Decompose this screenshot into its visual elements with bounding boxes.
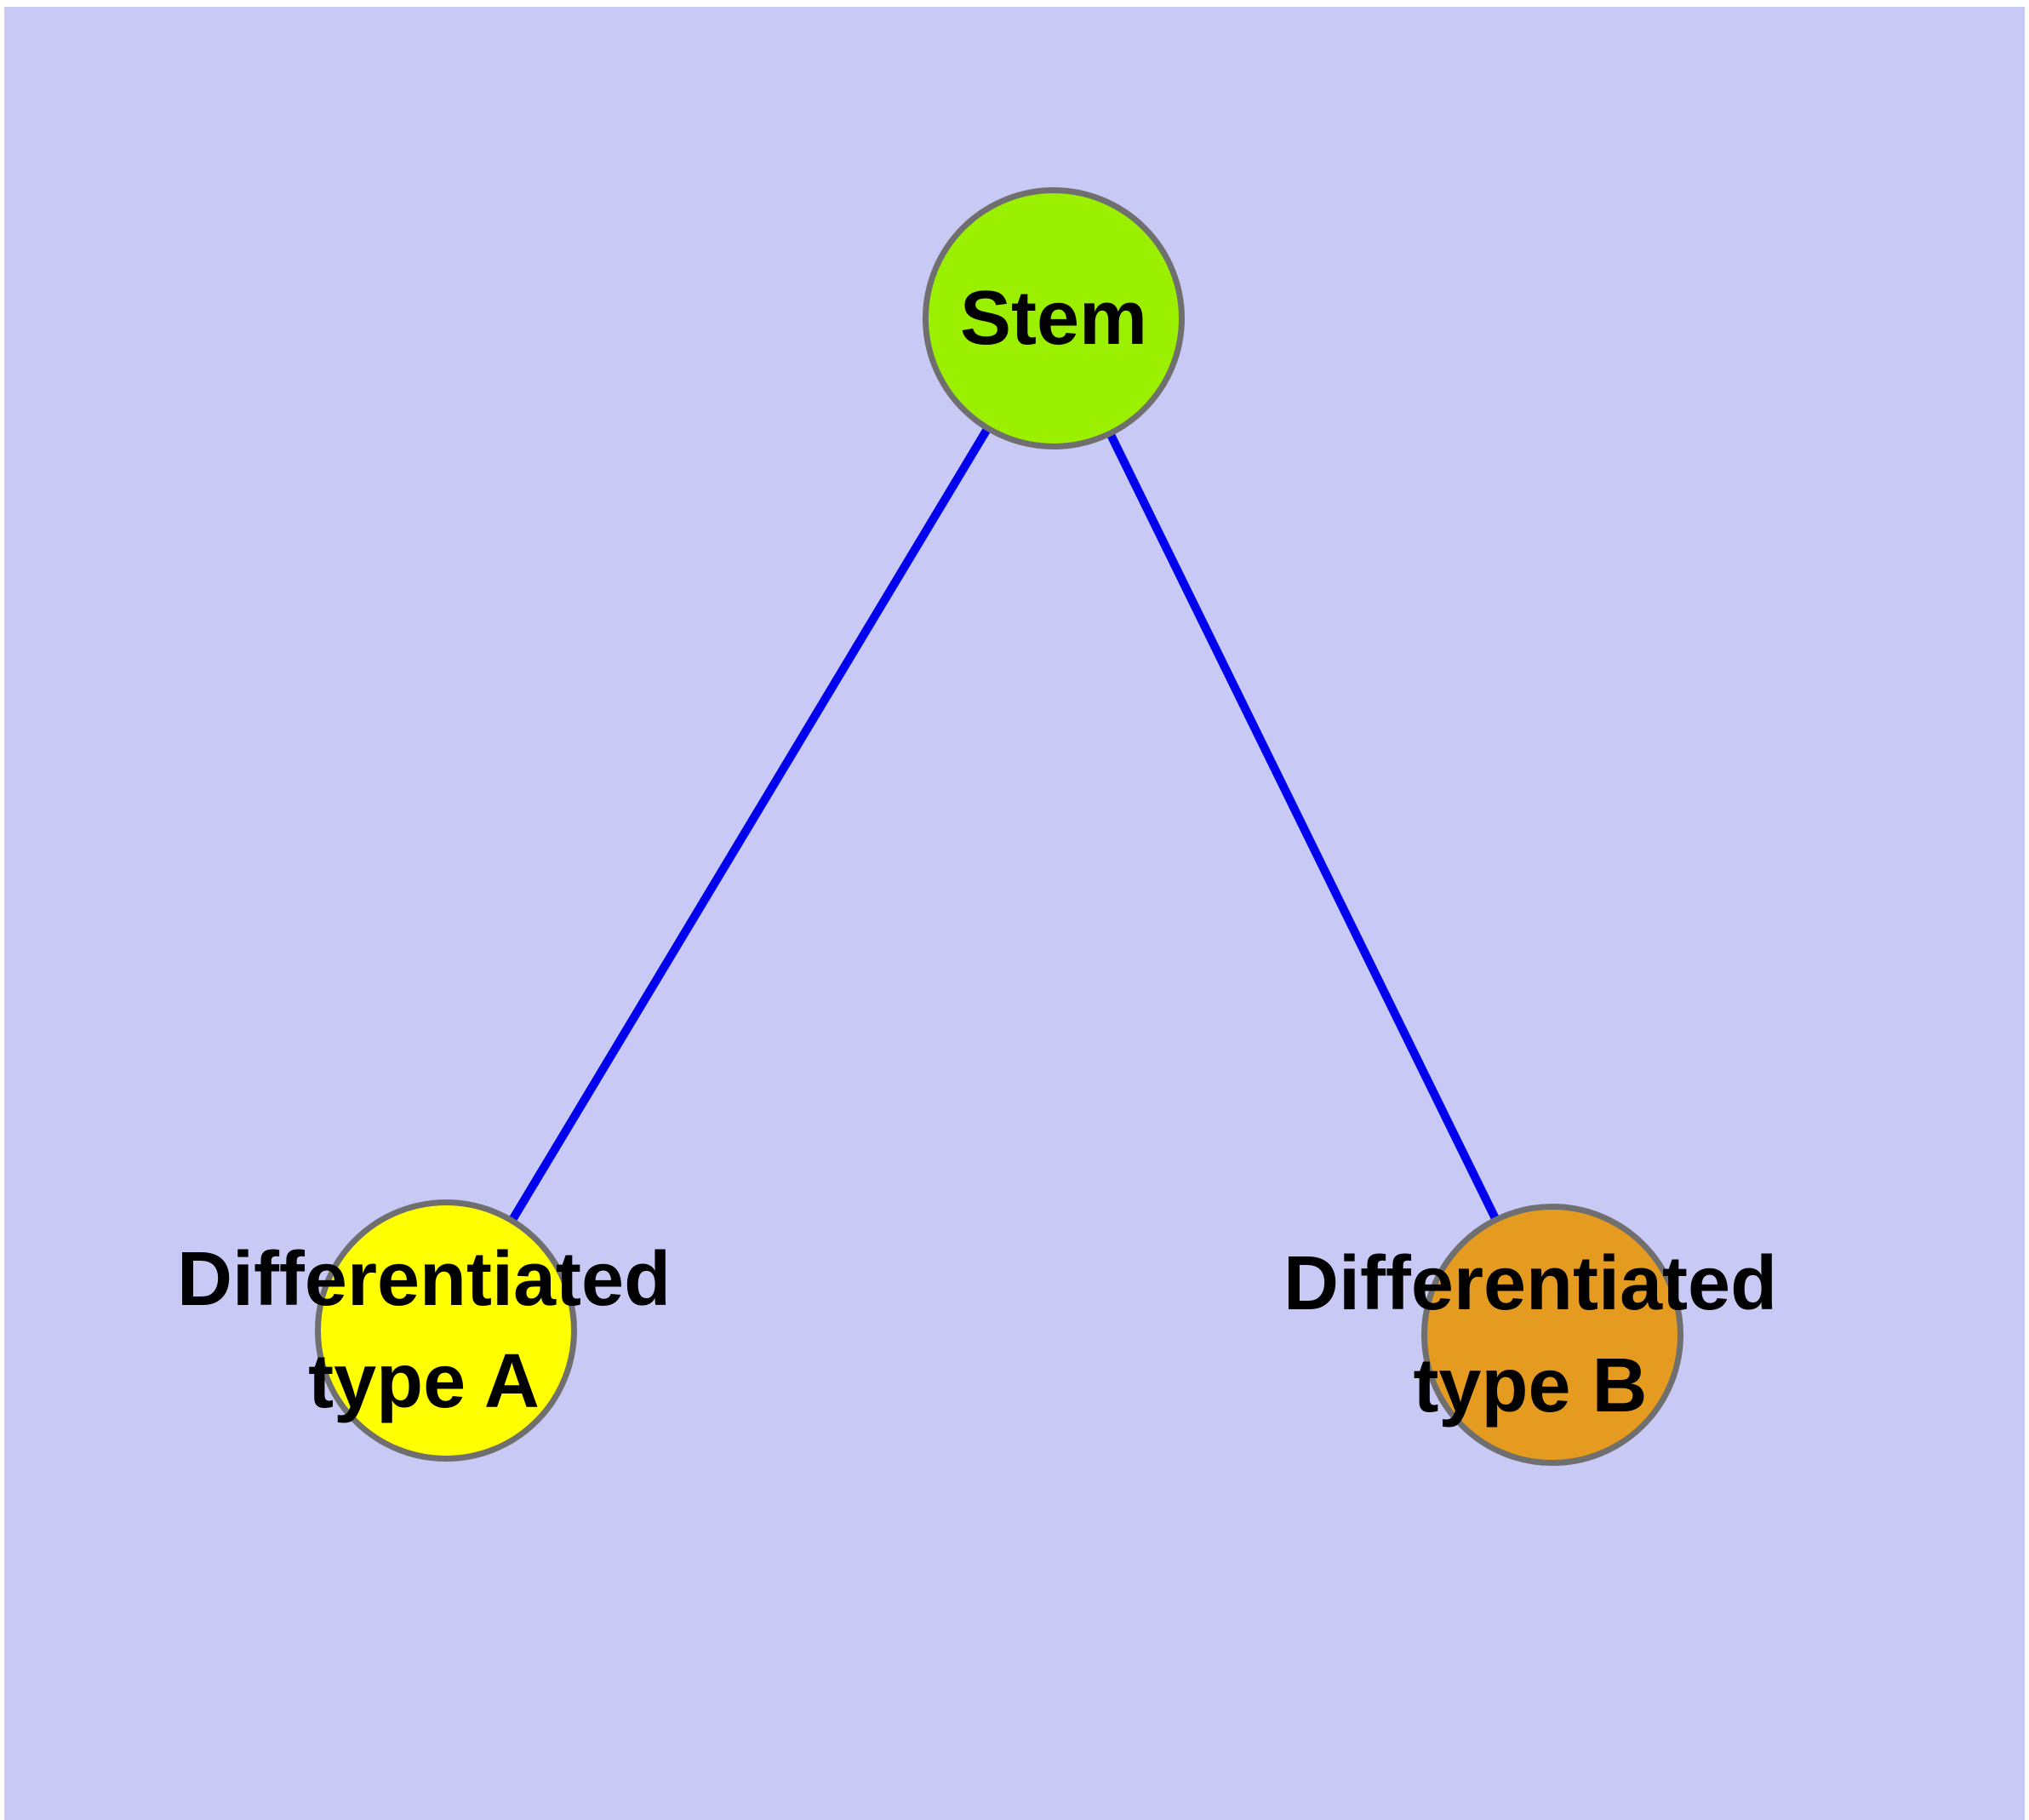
differentiated-type-a-node-label: Differentiated type A [176, 1237, 672, 1424]
stem-node: Stem [923, 187, 1185, 449]
edge-stem-to-type-b [1049, 316, 1557, 1337]
differentiated-type-b-node-label: Differentiated type B [1283, 1241, 1778, 1428]
differentiated-type-a-node: Differentiated type A [177, 1199, 671, 1462]
edge-stem-to-type-a [442, 316, 1058, 1333]
stem-node-label: Stem [959, 276, 1148, 361]
differentiated-type-b-node: Differentiated type B [1283, 1204, 1777, 1466]
